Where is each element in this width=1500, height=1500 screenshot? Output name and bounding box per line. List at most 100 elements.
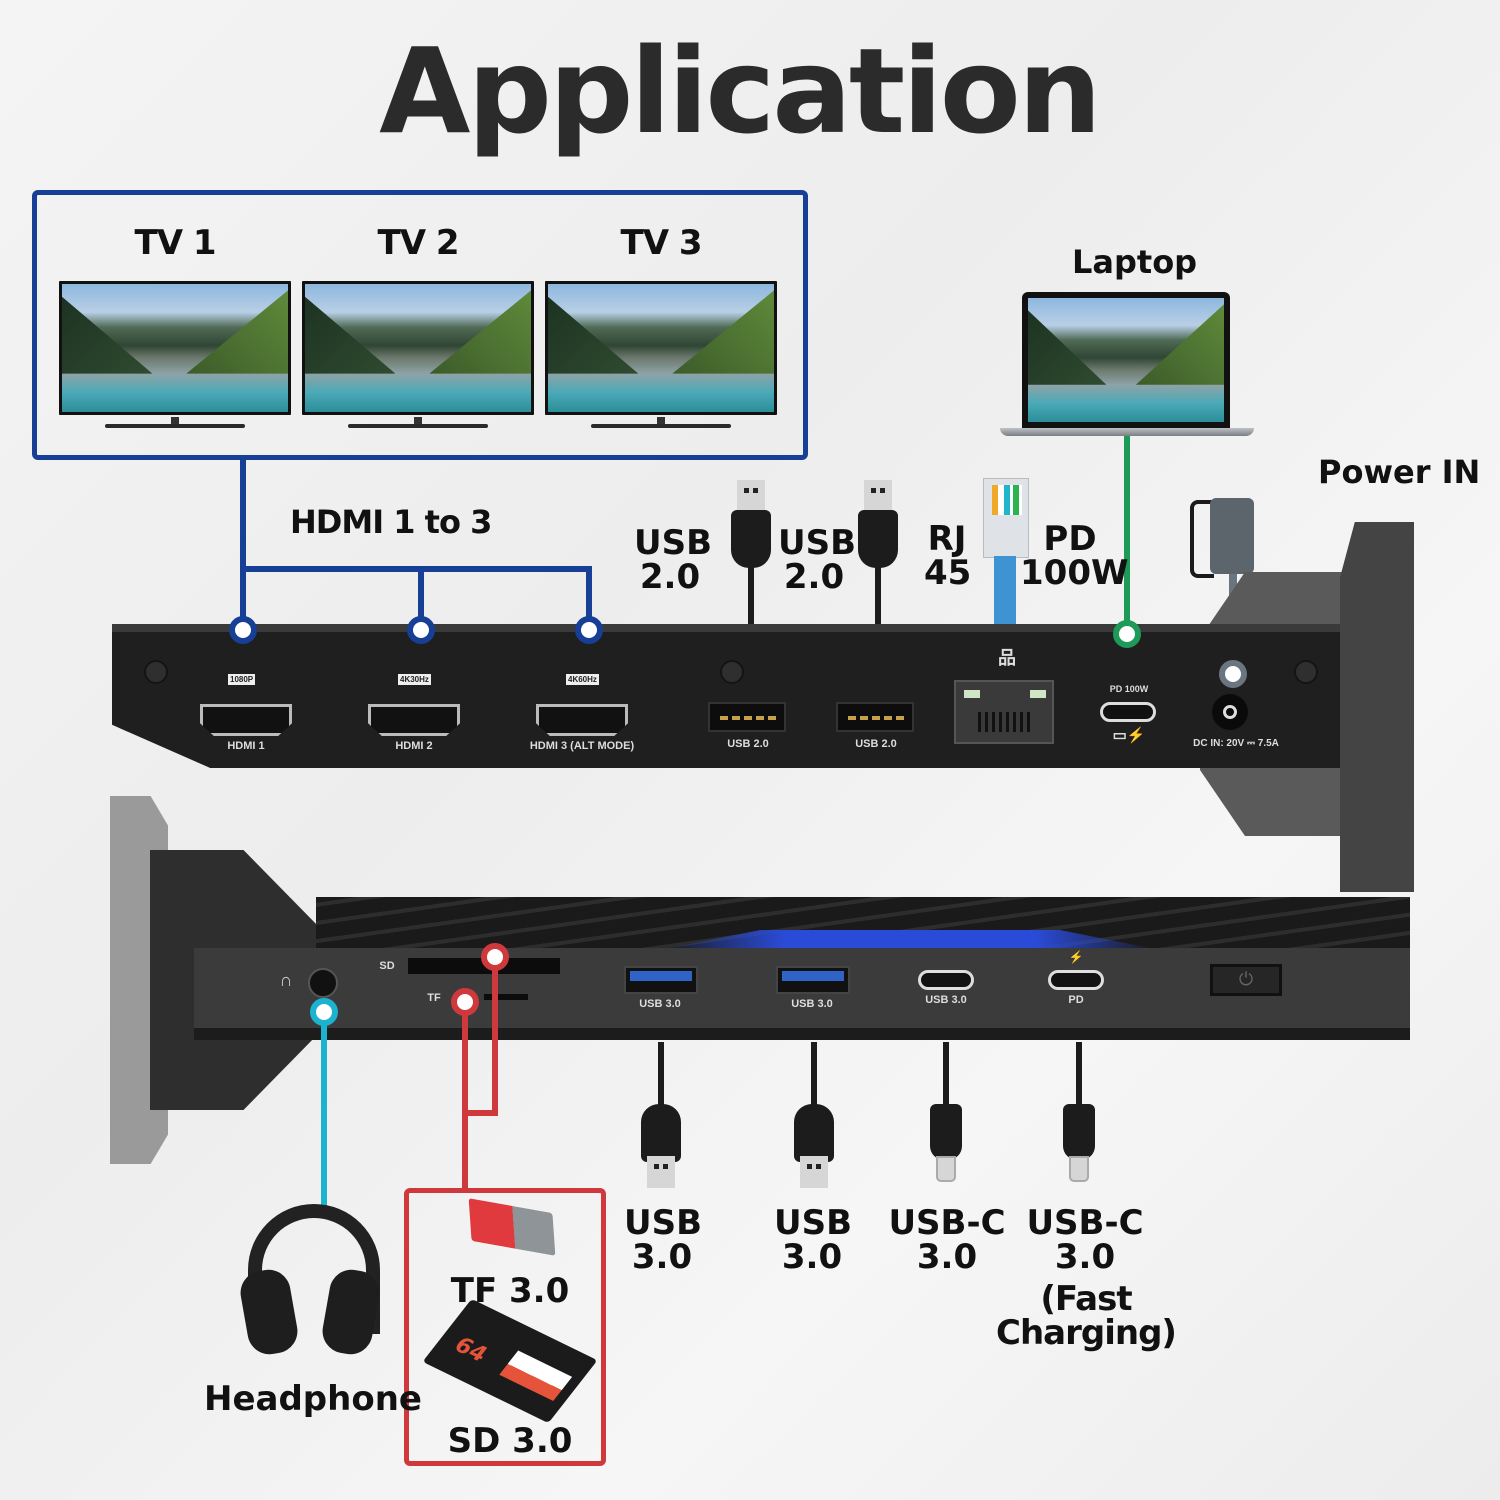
laptop-label: Laptop bbox=[1072, 243, 1198, 281]
hdmi-trunk-line bbox=[240, 460, 246, 630]
hdmi2-label: HDMI 2 bbox=[395, 740, 433, 752]
usb-plug-body bbox=[731, 510, 771, 568]
usb-cable bbox=[748, 566, 754, 624]
usbc-plug-icon bbox=[1069, 1156, 1089, 1182]
hdmi3-line bbox=[586, 566, 592, 628]
tf-slot-label: TF bbox=[427, 992, 441, 1004]
adapter-cord bbox=[1190, 500, 1214, 578]
headset-icon: ∩ bbox=[279, 970, 293, 990]
audio-line bbox=[321, 1014, 327, 1210]
hdmi3-badge: 4K60Hz bbox=[566, 674, 599, 685]
hdmi1-badge: 1080P bbox=[228, 674, 256, 685]
usbc-pd-port-front[interactable] bbox=[1048, 970, 1104, 990]
usbc-port[interactable] bbox=[918, 970, 974, 990]
usbc-pd-port[interactable] bbox=[1100, 702, 1156, 722]
tv-stand bbox=[591, 417, 731, 431]
audio-jack[interactable] bbox=[308, 968, 338, 998]
power-adapter-icon bbox=[1210, 498, 1254, 574]
hdmi2-connector-dot bbox=[407, 616, 435, 644]
sd-slot-label: SD bbox=[379, 960, 395, 972]
pd-badge: PD 100W bbox=[1109, 684, 1149, 694]
tv-screen bbox=[302, 281, 534, 415]
laptop-base bbox=[1000, 428, 1254, 436]
hdmi2-badge: 4K30Hz bbox=[398, 674, 431, 685]
laptop-charge-icon: ▭⚡ bbox=[1112, 727, 1146, 744]
power-in-label: Power IN bbox=[1318, 453, 1481, 491]
hdmi2-port[interactable] bbox=[368, 704, 460, 736]
audio-connector-dot bbox=[310, 998, 338, 1026]
landscape-image bbox=[548, 284, 774, 412]
usbc-pd-label: PD bbox=[1068, 994, 1084, 1006]
usbc-cable bbox=[943, 1042, 949, 1108]
tf-label: TF 3.0 bbox=[450, 1271, 570, 1311]
rj45-plug-icon bbox=[983, 478, 1029, 558]
usbc-plug-body bbox=[930, 1104, 962, 1160]
tf-card-slot[interactable] bbox=[484, 994, 528, 1000]
landscape-image bbox=[305, 284, 531, 412]
front-panel: ∩ SD TF USB 3.0 USB 3.0 USB 3.0 ⚡ PD ⏻ bbox=[194, 948, 1410, 1040]
network-icon: 品 bbox=[998, 648, 1016, 668]
usb-cable bbox=[658, 1042, 664, 1108]
memory-card-box bbox=[404, 1188, 606, 1466]
tv-label: TV 1 bbox=[134, 223, 217, 263]
usbc-cable bbox=[1076, 1042, 1082, 1108]
usb3-port-1[interactable] bbox=[624, 966, 698, 994]
tv-1: TV 1 bbox=[59, 223, 291, 431]
tv-2: TV 2 bbox=[302, 223, 534, 431]
usb2-port-1[interactable] bbox=[708, 702, 786, 732]
blue-light-strip bbox=[660, 930, 1160, 950]
landscape-image bbox=[62, 284, 288, 412]
led-indicator bbox=[1030, 690, 1046, 698]
sd-connector-dot bbox=[481, 943, 509, 971]
usbc-plug-icon bbox=[936, 1156, 956, 1182]
hdmi3-port[interactable] bbox=[536, 704, 628, 736]
hdmi3-connector-dot bbox=[575, 616, 603, 644]
tv-stand bbox=[348, 417, 488, 431]
card-join-line bbox=[462, 1110, 498, 1116]
hdmi1-port[interactable] bbox=[200, 704, 292, 736]
usb3-label-1: USB 3.0 bbox=[639, 998, 681, 1010]
device-side-plate bbox=[1340, 522, 1414, 892]
hdmi-caption: HDMI 1 to 3 bbox=[290, 503, 492, 541]
lightning-icon: ⚡ bbox=[1068, 950, 1084, 964]
usb3-label-2: USB 3.0 bbox=[791, 998, 833, 1010]
led-indicator bbox=[964, 690, 980, 698]
usbc-label: USB 3.0 bbox=[925, 994, 967, 1006]
tv-3: TV 3 bbox=[545, 223, 777, 431]
hdmi1-label: HDMI 1 bbox=[227, 740, 265, 752]
ethernet-cable bbox=[994, 556, 1016, 624]
laptop-screen bbox=[1022, 292, 1230, 428]
dc-in-jack[interactable] bbox=[1212, 694, 1248, 730]
usb2-port-2[interactable] bbox=[836, 702, 914, 732]
pd-connector-dot bbox=[1113, 620, 1141, 648]
usb-a-plug-icon bbox=[737, 480, 765, 512]
usb-cable bbox=[875, 566, 881, 624]
tv-stand bbox=[105, 417, 245, 431]
page-title: Application bbox=[379, 22, 1102, 160]
usb-a-plug-icon bbox=[647, 1156, 675, 1188]
screw-icon bbox=[144, 660, 168, 684]
usb-plug-body bbox=[794, 1104, 834, 1162]
tf-line bbox=[462, 1002, 468, 1192]
sd-line bbox=[492, 958, 498, 1114]
usbc-plug-body bbox=[1063, 1104, 1095, 1160]
usb3-port-2[interactable] bbox=[776, 966, 850, 994]
tf-connector-dot bbox=[451, 988, 479, 1016]
screw-icon bbox=[720, 660, 744, 684]
hdmi1-connector-dot bbox=[229, 616, 257, 644]
sd-label: SD 3.0 bbox=[447, 1421, 573, 1461]
hdmi-split-line bbox=[240, 566, 592, 572]
ethernet-port[interactable] bbox=[954, 680, 1054, 744]
power-button[interactable]: ⏻ bbox=[1210, 964, 1282, 996]
tv-label: TV 3 bbox=[620, 223, 703, 263]
hdmi3-label: HDMI 3 (ALT MODE) bbox=[529, 740, 635, 752]
usb-plug-body bbox=[641, 1104, 681, 1162]
screw-icon bbox=[1294, 660, 1318, 684]
